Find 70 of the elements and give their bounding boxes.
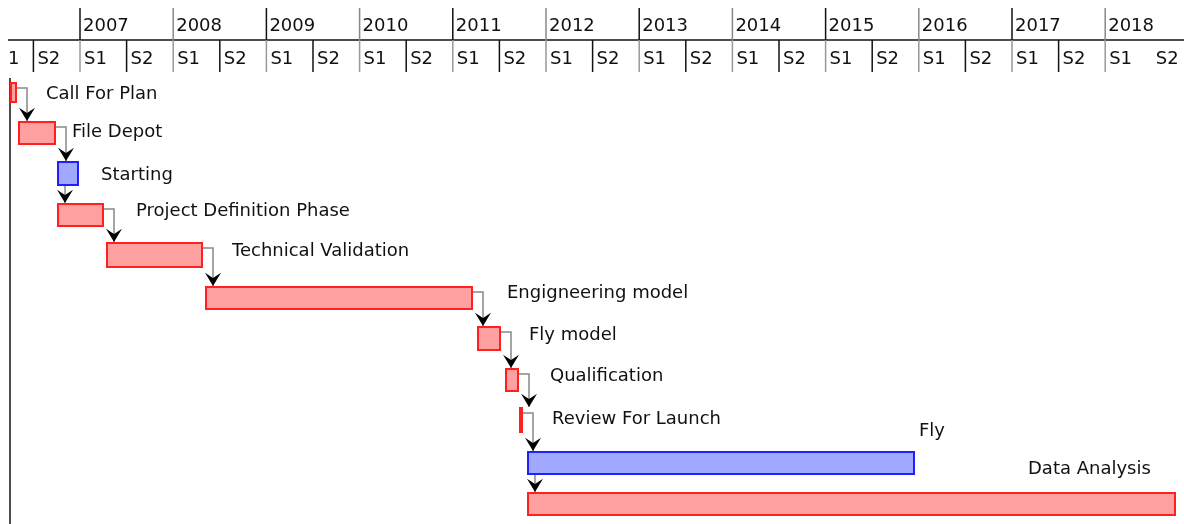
- year-label: 2013: [642, 14, 688, 36]
- year-label: 2018: [1108, 14, 1154, 36]
- semester-label: S1: [643, 47, 667, 69]
- year-label: 2011: [455, 14, 502, 36]
- task-bar: [18, 121, 56, 145]
- year-label: 2010: [362, 14, 409, 36]
- task-bar: [519, 407, 523, 433]
- year-label: 2012: [549, 14, 595, 36]
- task-label: Project Definition Phase: [136, 199, 350, 221]
- dependency-arrow: [500, 331, 519, 369]
- semester-label: S2: [783, 47, 806, 69]
- semester-label: S2: [223, 47, 247, 69]
- task-label: Qualification: [550, 364, 664, 386]
- task-bar: [57, 203, 104, 227]
- task-bar: [477, 326, 501, 351]
- semester-label: S1: [270, 47, 294, 69]
- dependency-arrow: [472, 291, 491, 327]
- semester-label: S2: [410, 47, 434, 69]
- semester-label: S2: [596, 47, 620, 69]
- task-label: File Depot: [72, 120, 163, 142]
- year-label: 2009: [269, 14, 316, 36]
- semester-label: S2: [37, 47, 61, 69]
- task-label: Technical Validation: [232, 239, 410, 261]
- dependency-arrow: [527, 474, 543, 493]
- task-bar: [57, 161, 79, 186]
- dependency-arrow: [103, 208, 122, 243]
- semester-label: S2: [503, 47, 527, 69]
- semester-label: S1: [363, 47, 387, 69]
- task-bar: [505, 368, 519, 392]
- task-label: Data Analysis: [1028, 457, 1151, 479]
- task-bar: [10, 82, 17, 103]
- semester-label: S2: [1062, 47, 1086, 69]
- dependency-arrow: [202, 247, 221, 287]
- task-bar: [527, 492, 1176, 516]
- task-bar: [106, 242, 203, 268]
- semester-label: S1: [84, 47, 107, 69]
- semester-label: S1: [922, 47, 946, 69]
- semester-label: S1: [177, 47, 201, 69]
- semester-label: S1: [1016, 47, 1039, 69]
- semester-label: S1: [550, 47, 573, 69]
- year-label: 2016: [921, 14, 968, 36]
- semester-label: S2: [130, 47, 154, 69]
- semester-label: 1: [8, 47, 20, 69]
- semester-label: S1: [456, 47, 480, 69]
- dependency-arrow: [16, 87, 35, 122]
- semester-label: S1: [1109, 47, 1133, 69]
- semester-label: S2: [876, 47, 900, 69]
- task-label: Review For Launch: [552, 407, 721, 429]
- semester-label: S1: [736, 47, 760, 69]
- year-label: 2008: [176, 14, 222, 36]
- year-label: 2007: [83, 14, 129, 36]
- task-bar: [205, 286, 473, 310]
- dependency-arrow: [57, 185, 73, 204]
- semester-label: S1: [829, 47, 853, 69]
- dependency-arrow: [55, 126, 74, 162]
- task-bar: [527, 451, 915, 475]
- semester-label: S2: [1155, 47, 1179, 69]
- task-label: Starting: [101, 163, 173, 185]
- year-label: 2017: [1015, 14, 1061, 36]
- year-label: 2015: [828, 14, 875, 36]
- task-label: Call For Plan: [46, 82, 158, 104]
- task-label: Fly: [919, 419, 945, 441]
- dependency-arrow: [522, 412, 541, 452]
- task-label: Engigneering model: [507, 281, 689, 303]
- semester-label: S2: [969, 47, 993, 69]
- task-label: Fly model: [529, 323, 617, 345]
- dependency-arrow: [518, 373, 537, 408]
- year-label: 2014: [735, 14, 782, 36]
- semester-label: S2: [317, 47, 340, 69]
- semester-label: S2: [689, 47, 713, 69]
